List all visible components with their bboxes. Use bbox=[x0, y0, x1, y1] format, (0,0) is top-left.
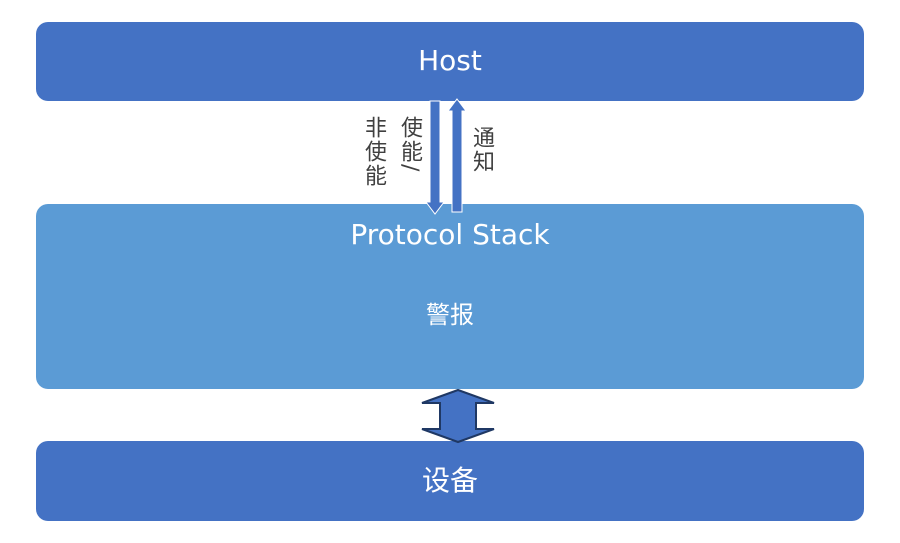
host-layer: Host bbox=[36, 22, 864, 101]
bidirectional-arrow-icon bbox=[421, 388, 495, 444]
alert-label: 警报 bbox=[426, 301, 474, 329]
notify-label: 通知 bbox=[469, 126, 494, 174]
disable-label: 非使能 bbox=[361, 116, 386, 188]
device-label: 设备 bbox=[421, 464, 478, 497]
enable-label: 使能/ bbox=[397, 116, 422, 174]
device-layer: 设备 bbox=[36, 441, 864, 521]
up-arrow-icon bbox=[447, 98, 467, 213]
down-arrow-icon bbox=[425, 100, 445, 215]
protocol-stack-label: Protocol Stack bbox=[350, 218, 550, 251]
host-label: Host bbox=[418, 44, 482, 77]
protocol-stack-layer: Protocol Stack 警报 bbox=[36, 204, 864, 389]
